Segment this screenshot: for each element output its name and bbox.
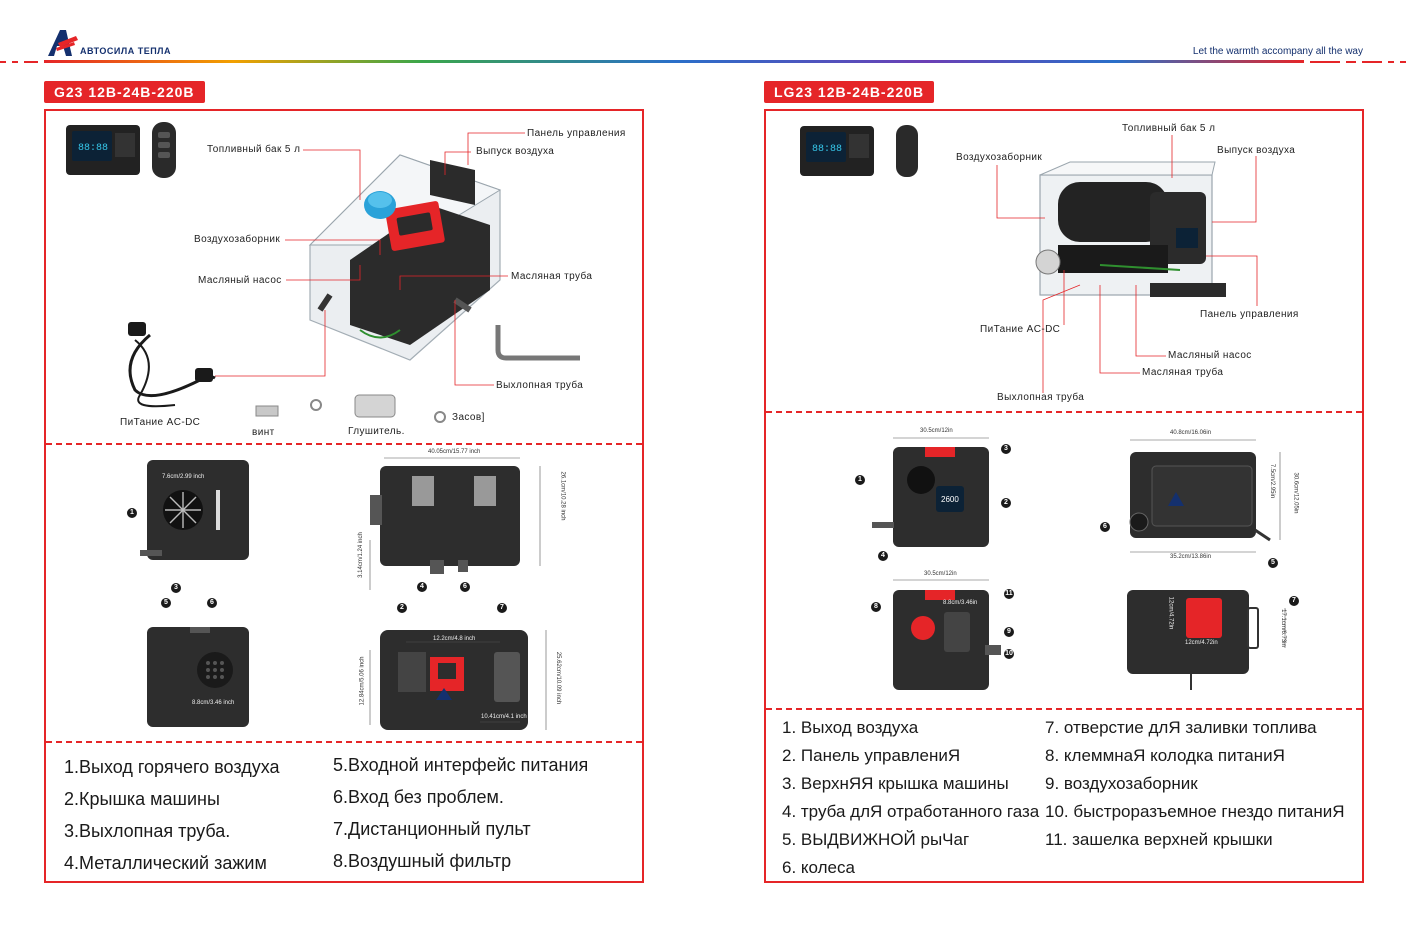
callout-oil-pipe: Масляная труба [1142, 367, 1224, 378]
marker-3: 3 [171, 583, 181, 593]
marker-4: 4 [878, 551, 888, 561]
marker-1: 1 [127, 508, 137, 518]
divider [46, 741, 642, 743]
dim-label: 26.1cm/10.28 inch [559, 471, 566, 521]
callout-air-intake: Воздухозаборник [194, 234, 281, 245]
dim-label: 30.6cm/12.05in [1292, 472, 1299, 514]
right-feature-list-col2: 7. отверстие длЯ заливки топлива 8. клем… [1045, 714, 1345, 854]
dim-label: 30.5cm/12in [924, 571, 957, 577]
feature-item: 8. клеммнаЯ колодка питаниЯ [1045, 746, 1285, 765]
left-model-tag: G23 12В-24В-220В [44, 81, 205, 103]
feature-item: 1. Выход воздуха [782, 718, 919, 737]
feature-item: 4. труба длЯ отработанного газа [782, 802, 1040, 821]
dim-label: 17.1cm/6.73in [1279, 609, 1286, 647]
brand-logo: АВТОСИЛА ТЕПЛА [46, 28, 226, 60]
right-feature-list-col1: 1. Выход воздуха 2. Панель управлениЯ 3.… [782, 714, 1039, 882]
feature-item: 5.Входной интерфейс питания [333, 755, 589, 775]
marker-2: 2 [1001, 498, 1011, 508]
left-feature-list-col1: 1.Выход горячего воздуха 2.Крышка машины… [64, 751, 280, 879]
callout-control-panel: Панель управления [527, 128, 626, 139]
callout-screw: винт [252, 427, 275, 438]
right-panel [764, 109, 1364, 883]
marker-4: 4 [417, 582, 427, 592]
marker-7: 7 [1289, 596, 1299, 606]
marker-5: 5 [161, 598, 171, 608]
dim-label: 8.8cm/3.46in [943, 600, 978, 606]
right-model-tag: LG23 12В-24В-220В [764, 81, 935, 103]
callout-air-outlet: Выпуск воздуха [476, 146, 555, 157]
dim-label: 7.5cm/2.95in [1269, 463, 1276, 499]
feature-item: 7. отверстие длЯ заливки топлива [1045, 718, 1317, 737]
feature-item: 10. быстроразъемное гнездо питаниЯ [1045, 802, 1345, 821]
marker-6: 6 [207, 598, 217, 608]
marker-3: 3 [1001, 444, 1011, 454]
callout-fuel-tank: Топливный бак 5 л [1122, 123, 1216, 134]
callout-muffler: Глушитель. [348, 426, 405, 437]
feature-item: 4.Металлический зажим [64, 853, 267, 873]
marker-8: 8 [871, 602, 881, 612]
feature-item: 3.Выхлопная труба. [64, 821, 231, 841]
left-feature-list-col2: 5.Входной интерфейс питания 6.Вход без п… [333, 749, 588, 877]
brand-mark-icon [48, 30, 78, 56]
feature-item: 2. Панель управлениЯ [782, 746, 961, 765]
marker-5: 5 [1268, 558, 1278, 568]
marker-10: 10 [1004, 649, 1014, 659]
dim-label: 12.84cm/5.06 inch [359, 656, 366, 706]
callout-oil-pump: Масляный насос [198, 275, 282, 286]
callout-clamps: Засов] [452, 412, 485, 423]
dim-label: 10.41cm/4.1 inch [481, 714, 527, 720]
dim-label: 12cm/4.72in [1167, 596, 1174, 630]
dim-label: 7.6cm/2.99 inch [162, 474, 205, 480]
callout-control-panel: Панель управления [1200, 309, 1299, 320]
marker-2: 2 [397, 603, 407, 613]
left-panel [44, 109, 644, 883]
callout-exhaust-pipe: Выхлопная труба [496, 380, 584, 391]
feature-item: 9. воздухозаборник [1045, 774, 1198, 793]
callout-air-outlet: Выпуск воздуха [1217, 145, 1296, 156]
marker-9: 9 [1004, 627, 1014, 637]
divider [46, 443, 642, 445]
callout-oil-pipe: Масляная труба [511, 271, 593, 282]
callout-fuel-tank: Топливный бак 5 л [207, 144, 301, 155]
dim-label: 40.05cm/15.77 inch [428, 449, 481, 455]
brand-name: АВТОСИЛА ТЕПЛА [80, 46, 171, 56]
dim-label: 35.2cm/13.86in [1170, 554, 1212, 560]
feature-item: 3. ВерхнЯЯ крышка машины [782, 774, 1009, 793]
feature-item: 7.Дистанционный пульт [333, 819, 531, 839]
dim-label: 40.8cm/16.06in [1170, 430, 1212, 436]
divider [766, 708, 1362, 710]
marker-6: 6 [1100, 522, 1110, 532]
callout-exhaust-pipe: Выхлопная труба [997, 392, 1085, 403]
marker-1: 1 [855, 475, 865, 485]
callout-oil-pump: Масляный насос [1168, 350, 1252, 361]
dim-label: 12.2cm/4.8 inch [433, 636, 476, 642]
dim-label: 30.5cm/12in [920, 428, 953, 434]
marker-11: 11 [1004, 589, 1014, 599]
dim-label: 12cm/4.72in [1185, 640, 1218, 646]
feature-item: 2.Крышка машины [64, 789, 220, 809]
callout-power: ПиТание AC-DC [120, 417, 201, 428]
feature-item: 11. зашелка верхней крышки [1045, 830, 1273, 849]
feature-item: 1.Выход горячего воздуха [64, 757, 280, 777]
callout-power: ПиТание AC-DC [980, 324, 1061, 335]
display-readout: 2600 [941, 495, 959, 504]
divider [766, 411, 1362, 413]
feature-item: 6.Вход без проблем. [333, 787, 504, 807]
dim-label: 25.62cm/10.09 inch [555, 651, 562, 705]
header-rainbow-rule [0, 60, 1406, 63]
marker-7: 7 [497, 603, 507, 613]
marker-6: 6 [460, 582, 470, 592]
feature-item: 8.Воздушный фильтр [333, 851, 512, 871]
tagline: Let the warmth accompany all the way [1192, 46, 1363, 57]
dim-label: 3.14cm/1.24 inch [357, 532, 364, 578]
feature-item: 6. колеса [782, 858, 855, 877]
feature-item: 5. ВЫДВИЖНОЙ рыЧаг [782, 830, 970, 849]
dim-label: 8.8cm/3.46 inch [192, 700, 235, 706]
callout-air-intake: Воздухозаборник [956, 152, 1043, 163]
